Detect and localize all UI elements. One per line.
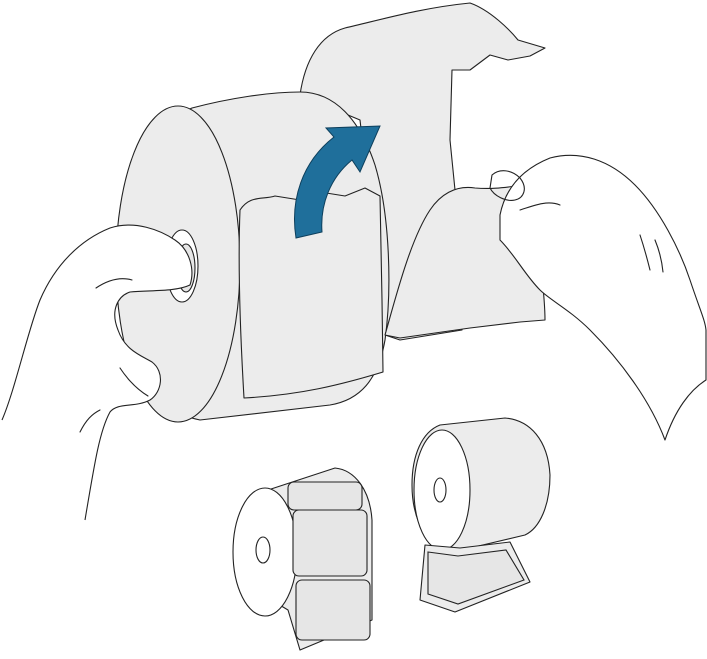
- continuous-roll-icon: [412, 418, 550, 612]
- label-roll-icon: [233, 468, 372, 650]
